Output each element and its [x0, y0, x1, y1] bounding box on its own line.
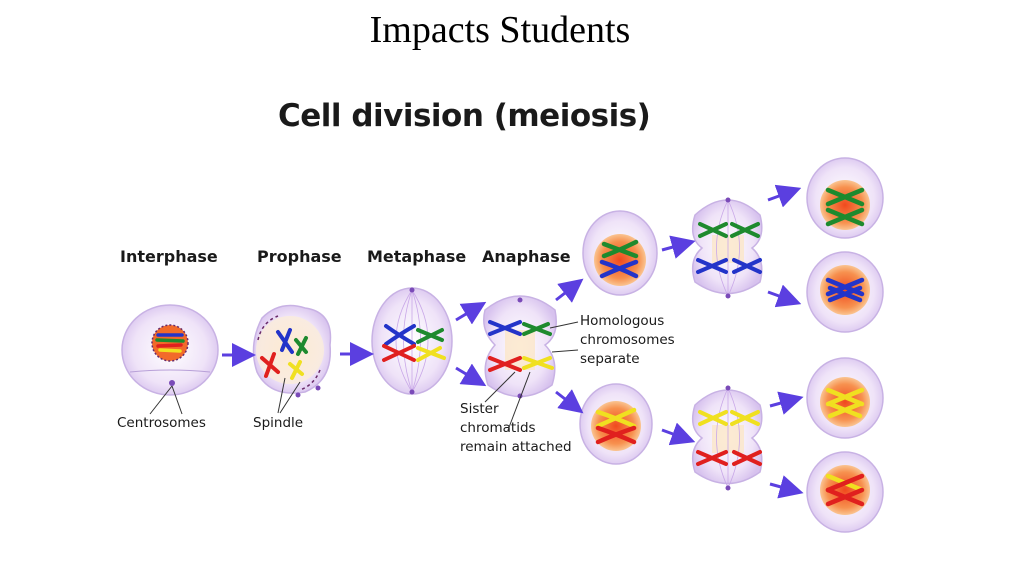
label-spindle: Spindle — [253, 415, 304, 431]
interphase-cell — [121, 304, 219, 415]
arrow-final-1 — [767, 184, 802, 208]
stage-label-anaphase: Anaphase — [482, 247, 571, 266]
arrow-bottom-meiosis2 — [661, 422, 696, 446]
process-arrows — [222, 184, 804, 499]
diagram-title: Cell division (meiosis) — [278, 98, 651, 134]
metaphase-cell — [371, 287, 453, 395]
arrow-top-meiosis2 — [661, 235, 696, 259]
label-sister-line1: Sister — [460, 401, 499, 417]
final-cell-2 — [806, 251, 884, 333]
arrow-metaphase-anaphase-bottom — [455, 363, 487, 387]
label-homologous-line3: separate — [580, 351, 640, 367]
arrow-metaphase-anaphase-top — [455, 301, 487, 325]
label-sister-line3: remain attached — [460, 439, 572, 455]
label-sister-chromatids: Sister chromatids remain attached — [460, 400, 572, 457]
slide-title: Impacts Students — [369, 9, 631, 51]
meiosis2-top-cell — [691, 197, 763, 299]
centrosome-dot — [169, 380, 175, 386]
label-centrosomes: Centrosomes — [117, 415, 206, 431]
arrow-final-4 — [769, 475, 804, 499]
anaphase-cell — [483, 295, 579, 431]
arrow-anaphase-bottom — [555, 389, 584, 414]
final-cell-1 — [806, 157, 884, 239]
label-sister-line2: chromatids — [460, 420, 536, 436]
meiosis2-bottom-cell — [691, 385, 763, 491]
label-homologous: Homologous chromosomes separate — [580, 312, 675, 369]
label-homologous-line2: chromosomes — [580, 332, 675, 348]
prophase-cell — [252, 304, 332, 414]
stage-label-metaphase: Metaphase — [367, 247, 467, 266]
final-cell-3 — [806, 357, 884, 439]
stage-label-interphase: Interphase — [120, 247, 218, 266]
arrow-final-2 — [767, 284, 802, 308]
arrow-final-3 — [769, 391, 804, 415]
arrow-anaphase-top — [555, 278, 584, 303]
daughter-cell-bottom — [579, 383, 653, 465]
label-homologous-line1: Homologous — [580, 313, 665, 329]
stage-label-prophase: Prophase — [257, 247, 342, 266]
daughter-cell-top — [582, 210, 658, 296]
final-cell-4 — [806, 451, 884, 533]
